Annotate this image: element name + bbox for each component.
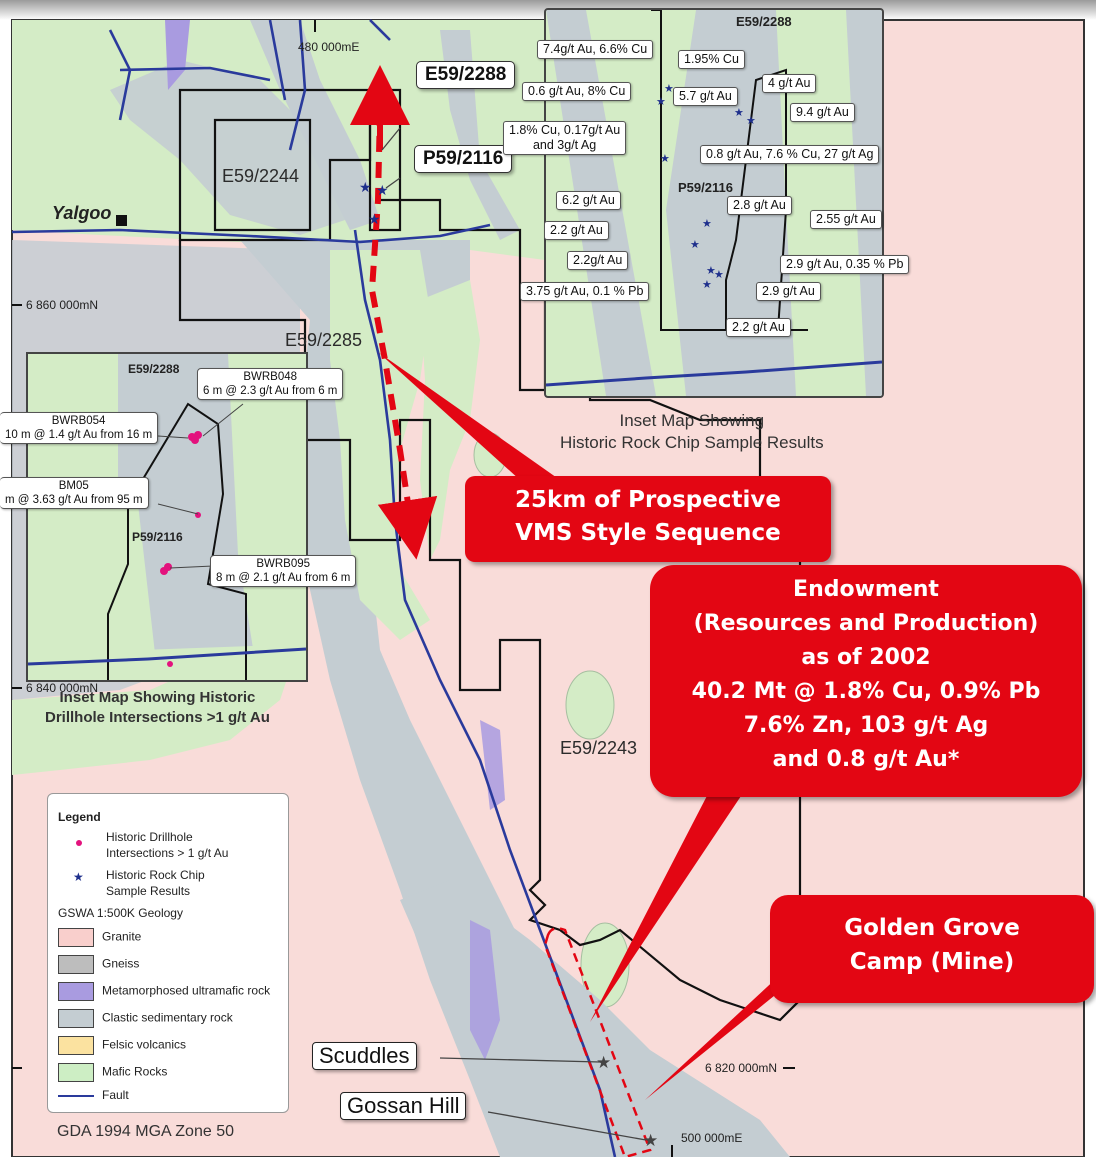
rock-sample-15: 2.9 g/t Au, 0.35 % Pb xyxy=(780,255,910,274)
drillhole-bwrb095: BWRB095 8 m @ 2.1 g/t Au from 6 m xyxy=(210,555,357,587)
fault-line-icon xyxy=(58,1094,94,1097)
endowment-callout: Endowment (Resources and Production) as … xyxy=(650,565,1082,797)
ultramafic-swatch xyxy=(58,982,94,1001)
rock-sample-9: 0.8 g/t Au, 7.6 % Cu, 27 g/t Ag xyxy=(700,145,880,164)
northing-6840-label: 6 840 000mN xyxy=(26,681,99,695)
vms-corridor-arrow xyxy=(368,109,438,560)
legend-title: Legend xyxy=(58,810,101,824)
rock-sample-10: 6.2 g/t Au xyxy=(556,191,621,210)
golden-grove-outline xyxy=(543,927,652,1157)
legend-mafic: Mafic Rocks xyxy=(58,1063,167,1082)
rock-sample-13: 2.2 g/t Au xyxy=(544,221,609,240)
rock-sample-14: 2.2g/t Au xyxy=(567,251,629,270)
rock-sample-11: 2.8 g/t Au xyxy=(727,196,792,215)
drillhole-bwrb054: BWRB054 10 m @ 1.4 g/t Au from 16 m xyxy=(0,412,159,444)
drill-inset-tenement-top: E59/2288 xyxy=(128,362,180,376)
legend: Legend Historic Drillhole Intersections … xyxy=(47,793,289,1113)
northing-6860-label: 6 860 000mN xyxy=(26,298,99,312)
granite-swatch xyxy=(58,928,94,947)
northing-6820-label: 6 820 000mN xyxy=(705,1061,778,1075)
vms-sequence-callout: 25km of Prospective VMS Style Sequence xyxy=(465,476,831,562)
legend-fault: Fault xyxy=(58,1088,129,1102)
rock-inset-tenement-top: E59/2288 xyxy=(736,14,792,29)
rock-sample-18: 2.2 g/t Au xyxy=(726,318,791,337)
drill-inset-caption: Inset Map Showing Historic Drillhole Int… xyxy=(45,689,270,726)
tenement-e59-2285: E59/2285 xyxy=(285,330,363,350)
drillhole-bm05: BM05 m @ 3.63 g/t Au from 95 m xyxy=(0,477,149,509)
tenement-box-p59-2116: P59/2116 xyxy=(414,145,513,173)
drillhole-bwrb048: BWRB048 6 m @ 2.3 g/t Au from 6 m xyxy=(197,368,344,400)
legend-geology-title: GSWA 1:500K Geology xyxy=(58,906,183,920)
datum-label: GDA 1994 MGA Zone 50 xyxy=(57,1123,234,1140)
easting-top-label: 480 000mE xyxy=(298,40,360,54)
endowment-callout-pointer xyxy=(590,790,745,1022)
svg-text:★: ★ xyxy=(359,179,372,195)
clastic-swatch xyxy=(58,1009,94,1028)
felsic-swatch xyxy=(58,1036,94,1055)
tenement-box-e59-2288: E59/2288 xyxy=(416,61,516,89)
drillhole-inset: E59/2288 P59/2116 xyxy=(26,352,308,682)
rock-sample-12: 2.55 g/t Au xyxy=(810,210,882,229)
vms-callout-pointer xyxy=(378,352,560,480)
tenement-e59-2244: E59/2244 xyxy=(222,166,300,186)
rock-sample-2: 1.95% Cu xyxy=(678,50,745,69)
svg-text:★: ★ xyxy=(376,182,389,198)
svg-text:★: ★ xyxy=(368,211,381,227)
legend-ultramafic: Metamorphosed ultramafic rock xyxy=(58,982,270,1001)
yalgoo-town-marker xyxy=(116,215,127,226)
rock-chip-stars-main: ★ ★ ★ xyxy=(359,179,389,227)
rock-inset-tenement-mid: P59/2116 xyxy=(678,180,733,195)
rock-sample-1: 7.4g/t Au, 6.6% Cu xyxy=(537,40,654,59)
tenement-e59-2243: E59/2243 xyxy=(560,738,638,758)
scuddles-star: ★ xyxy=(596,1053,611,1072)
star-icon: ★ xyxy=(73,870,84,884)
legend-clastic: Clastic sedimentary rock xyxy=(58,1009,233,1028)
legend-gneiss: Gneiss xyxy=(58,955,139,974)
rock-sample-7: 1.8% Cu, 0.17g/t Au and 3g/t Ag xyxy=(503,121,627,155)
ultramafic-unit xyxy=(165,20,190,90)
mafic-swatch xyxy=(58,1063,94,1082)
rock-sample-3: 0.6 g/t Au, 8% Cu xyxy=(522,82,632,101)
rock-sample-16: 3.75 g/t Au, 0.1 % Pb xyxy=(520,282,650,301)
easting-bottom-label: 500 000mE xyxy=(681,1131,743,1145)
legend-felsic: Felsic volcanics xyxy=(58,1036,186,1055)
legend-granite: Granite xyxy=(58,928,141,947)
gossan-hill-star: ★ xyxy=(643,1131,658,1150)
golden-grove-callout-pointer xyxy=(645,975,800,1100)
scuddles-label: Scuddles xyxy=(312,1042,417,1070)
golden-grove-callout: Golden Grove Camp (Mine) xyxy=(770,895,1094,1003)
rock-sample-5: 4 g/t Au xyxy=(762,74,817,93)
gneiss-swatch xyxy=(58,955,94,974)
drill-inset-tenement-mid: P59/2116 xyxy=(132,530,183,544)
clastic-unit xyxy=(110,60,345,235)
pink-dot-icon xyxy=(76,840,82,846)
rock-sample-17: 2.9 g/t Au xyxy=(756,282,821,301)
rock-sample-4: 5.7 g/t Au xyxy=(673,87,738,106)
gossan-hill-label: Gossan Hill xyxy=(340,1092,467,1120)
rock-sample-6: 9.4 g/t Au xyxy=(790,103,855,122)
yalgoo-label: Yalgoo xyxy=(52,203,112,223)
rock-inset-caption: Inset Map Showing Historic Rock Chip Sam… xyxy=(560,411,824,452)
